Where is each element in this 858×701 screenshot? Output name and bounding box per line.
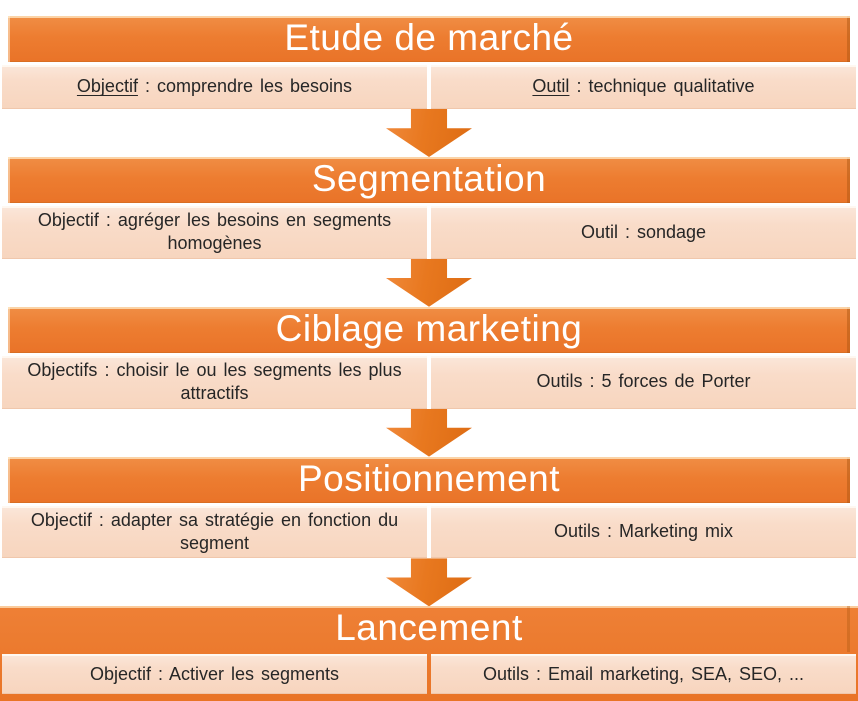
objective-cell: Objectif : Activer les segments [2, 654, 427, 695]
objective-rest: : choisir le ou les segments les plus at… [97, 359, 402, 404]
tool-rest: : sondage [617, 221, 707, 242]
objective-rest: : adapter sa stratégie en fonction du se… [91, 509, 399, 553]
stage-ciblage-marketing: Ciblage marketing Objectifs : choisir le… [0, 306, 858, 409]
tool-text: Outils : 5 forces de Porter [536, 370, 750, 393]
tool-label: Outils [536, 371, 583, 392]
objective-rest: : comprendre les besoins [137, 76, 353, 97]
stage-title: Segmentation [311, 158, 547, 199]
objective-rest: : Activer les segments [150, 663, 340, 684]
connector-slot [0, 408, 858, 457]
stage-header: Positionnement [8, 456, 850, 503]
objective-text: Objectif : agréger les besoins en segmen… [6, 209, 423, 256]
down-arrow-icon [386, 558, 472, 607]
stage-cells: Objectif : adapter sa stratégie en fonct… [2, 505, 856, 559]
tool-rest: : Email marketing, SEA, SEO, ... [528, 663, 805, 684]
tool-label: Outil [580, 221, 618, 242]
stage-header: Ciblage marketing [8, 306, 850, 353]
stage-cells: Objectifs : choisir le ou les segments l… [2, 355, 856, 409]
stage-header: Etude de marché [8, 16, 850, 62]
stage-title: Positionnement [297, 457, 561, 499]
stage-positionnement: Positionnement Objectif : adapter sa str… [0, 456, 858, 559]
stage-cells: Objectif : agréger les besoins en segmen… [2, 206, 856, 259]
objective-label: Objectifs [27, 359, 98, 380]
stage-title: Ciblage marketing [275, 307, 583, 349]
tool-text: Outil : technique qualitative [532, 75, 754, 98]
tool-cell: Outils : Email marketing, SEA, SEO, ... [431, 654, 856, 695]
tool-label: Outils [553, 521, 600, 542]
stage-header: Segmentation [8, 157, 850, 203]
objective-rest: : agréger les besoins en segments homogè… [98, 210, 392, 254]
tool-text: Outils : Marketing mix [554, 520, 733, 543]
tool-rest: : Marketing mix [599, 521, 734, 542]
objective-label: Objectif [76, 76, 138, 97]
connector-slot [0, 258, 858, 307]
tool-rest: : technique qualitative [569, 76, 755, 97]
stage-header: Lancement [8, 606, 850, 652]
stage-segmentation: Segmentation Objectif : agréger les beso… [0, 157, 858, 259]
stage-cells: Objectif : comprendre les besoins Outil … [2, 65, 856, 109]
stage-title: Etude de marché [284, 17, 574, 58]
objective-text: Objectifs : choisir le ou les segments l… [6, 359, 423, 406]
objective-cell: Objectif : adapter sa stratégie en fonct… [2, 505, 427, 559]
objective-cell: Objectifs : choisir le ou les segments l… [2, 355, 427, 409]
connector-slot [0, 558, 858, 607]
tool-cell: Outils : 5 forces de Porter [431, 355, 856, 409]
tool-text: Outils : Email marketing, SEA, SEO, ... [483, 663, 804, 686]
tool-cell: Outils : Marketing mix [431, 505, 856, 559]
objective-label: Objectif [89, 663, 151, 684]
objective-label: Objectif [37, 210, 99, 230]
stage-lancement: Lancement Objectif : Activer les segment… [0, 606, 858, 701]
objective-label: Objectif [30, 509, 92, 530]
stage-etude-de-marche: Etude de marché Objectif : comprendre le… [0, 16, 858, 109]
stage-cells: Objectif : Activer les segments Outils :… [2, 654, 856, 695]
tool-cell: Outil : sondage [431, 206, 856, 259]
objective-text: Objectif : comprendre les besoins [77, 75, 352, 98]
objective-cell: Objectif : agréger les besoins en segmen… [2, 206, 427, 259]
objective-text: Objectif : Activer les segments [90, 663, 339, 686]
tool-label: Outils [482, 663, 529, 684]
down-arrow-icon [386, 109, 472, 157]
tool-label: Outil [532, 76, 570, 97]
down-arrow-icon [386, 408, 472, 457]
down-arrow-icon [386, 258, 472, 307]
stage-title: Lancement [335, 607, 523, 649]
connector-slot [0, 109, 858, 157]
objective-cell: Objectif : comprendre les besoins [2, 65, 427, 109]
tool-cell: Outil : technique qualitative [431, 65, 856, 109]
tool-rest: : 5 forces de Porter [582, 371, 751, 392]
tool-text: Outil : sondage [581, 221, 706, 244]
objective-text: Objectif : adapter sa stratégie en fonct… [6, 509, 423, 556]
